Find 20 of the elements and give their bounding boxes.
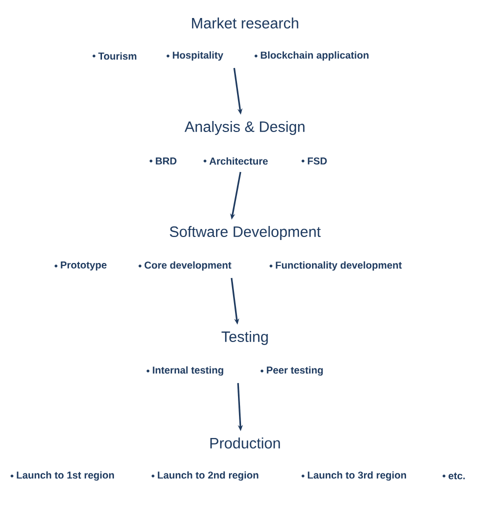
bullet-item: Launch to 2nd region (152, 471, 258, 481)
stage-title: Software Development (170, 226, 321, 240)
bullet-item: Hospitality (166, 51, 224, 61)
stage-title: Testing (222, 331, 268, 345)
bullet-item: Peer testing (260, 366, 323, 376)
bullet-item: Blockchain application (254, 51, 368, 61)
bullet-item: Launch to 1st region (10, 471, 114, 481)
bullet-item: Tourism (92, 52, 136, 60)
stage-title: Market research (192, 17, 298, 28)
bullet-item: etc. (442, 472, 465, 480)
bullet-item: Launch to 3rd region (302, 471, 406, 481)
bullet-item: BRD (150, 158, 176, 164)
bullet-item: Functionality development (270, 261, 402, 271)
stage-title: Production (210, 438, 280, 448)
stage-title: Analysis & Design (184, 121, 304, 135)
bullet-item: Internal testing (146, 366, 224, 376)
bullet-item: Prototype (54, 262, 107, 270)
bullet-item: FSD (302, 157, 327, 165)
bullet-item: Architecture (204, 157, 268, 165)
bullet-item: Core development (138, 261, 232, 271)
